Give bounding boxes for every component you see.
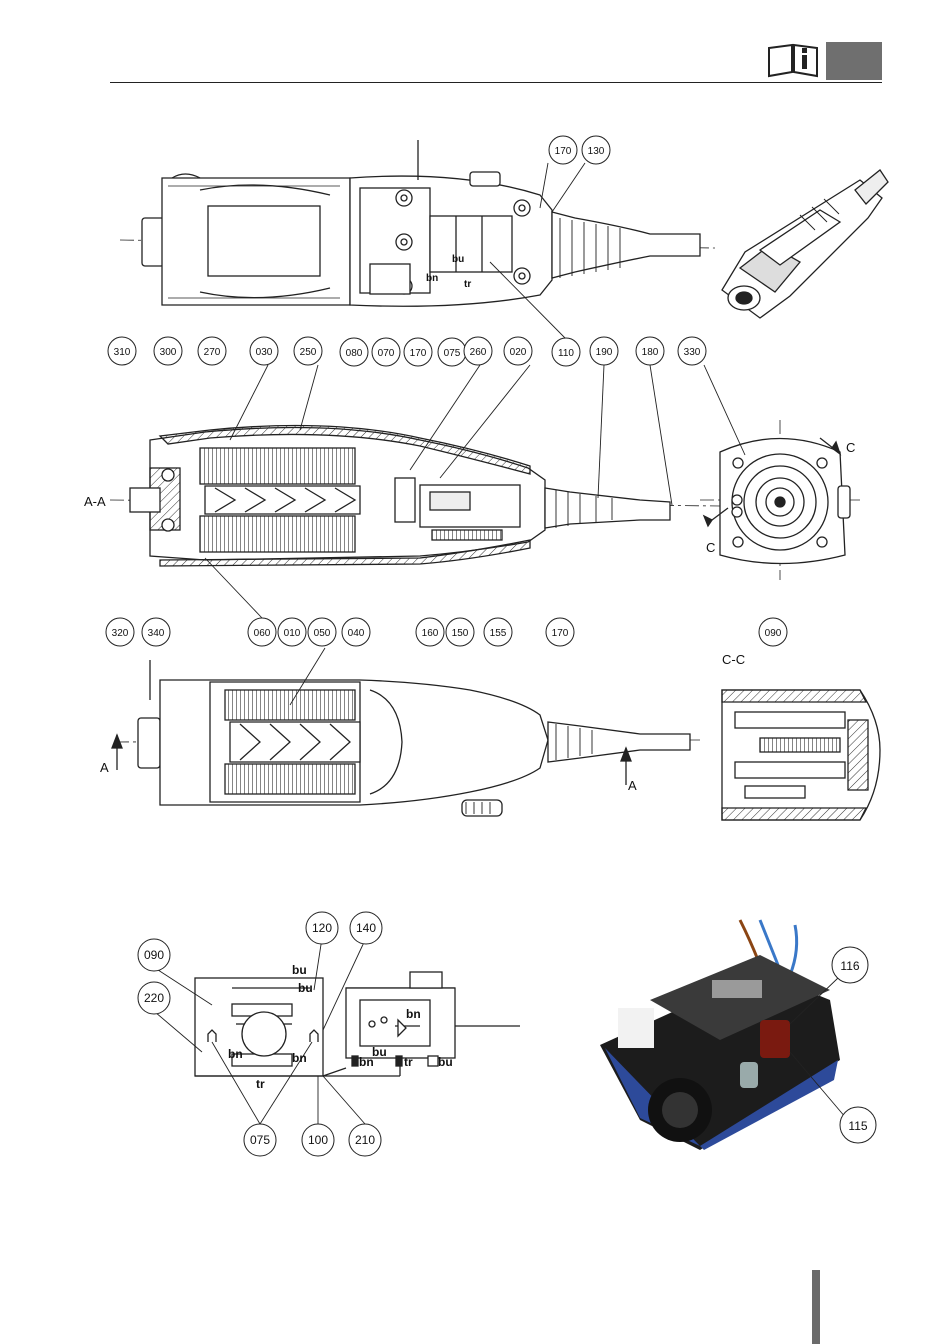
section-aa-label: A-A xyxy=(84,494,106,509)
wire-label-bu-top: bu xyxy=(452,254,464,265)
callout-270: 270 xyxy=(204,347,221,358)
callout-080: 080 xyxy=(346,348,363,359)
callout-340: 340 xyxy=(148,628,165,639)
callout-150: 150 xyxy=(452,628,469,639)
wire-label-bn-module: bn xyxy=(359,1055,374,1069)
wire-label-tr-top: tr xyxy=(464,279,471,290)
callout-320: 320 xyxy=(112,628,129,639)
wire-label-bu-terminal: bu xyxy=(438,1055,453,1069)
callout-circuit-090: 090 xyxy=(144,948,164,962)
wire-label-tr-module: tr xyxy=(404,1055,413,1069)
callout-circuit-210: 210 xyxy=(355,1133,375,1147)
callout-010: 010 xyxy=(284,628,301,639)
callout-circuit-140: 140 xyxy=(356,921,376,935)
callout-060: 060 xyxy=(254,628,271,639)
callout-160: 160 xyxy=(422,628,439,639)
callout-070: 070 xyxy=(378,348,395,359)
wire-label-bn-switch: bn xyxy=(406,1007,421,1021)
callout-115: 115 xyxy=(848,1119,867,1133)
wire-label-bn-top: bn xyxy=(426,273,438,284)
wire-label-bu-2: bu xyxy=(298,981,313,995)
callout-090: 090 xyxy=(765,628,782,639)
callout-020: 020 xyxy=(510,347,527,358)
callout-circuit-075: 075 xyxy=(250,1133,270,1147)
callout-330: 330 xyxy=(684,347,701,358)
arrow-c-bottom-label: C xyxy=(706,540,715,555)
callout-155: 155 xyxy=(490,628,507,639)
callout-310: 310 xyxy=(114,347,131,358)
wire-label-bn-right: bn xyxy=(292,1051,307,1065)
wire-label-tr-bottom: tr xyxy=(256,1077,265,1091)
callout-190: 190 xyxy=(596,347,613,358)
callout-170c: 170 xyxy=(552,628,569,639)
callout-075: 075 xyxy=(444,348,461,359)
wire-label-bu-module: bu xyxy=(372,1045,387,1059)
callout-116: 116 xyxy=(840,959,859,973)
wire-label-bn-left: bn xyxy=(228,1047,243,1061)
callout-170: 170 xyxy=(555,146,572,157)
arrow-a-right-label: A xyxy=(628,778,637,793)
section-cc-label: C-C xyxy=(722,652,745,667)
callout-110: 110 xyxy=(558,348,574,359)
arrow-a-left-label: A xyxy=(100,760,109,775)
arrow-c-top-label: C xyxy=(846,440,855,455)
callout-180: 180 xyxy=(642,347,659,358)
wire-label-bu-1: bu xyxy=(292,963,307,977)
callout-circuit-100: 100 xyxy=(308,1133,328,1147)
callout-300: 300 xyxy=(160,347,177,358)
callout-030: 030 xyxy=(256,347,273,358)
callout-130: 130 xyxy=(588,146,605,157)
callout-170b: 170 xyxy=(410,348,427,359)
callout-050: 050 xyxy=(314,628,331,639)
callout-040: 040 xyxy=(348,628,365,639)
callout-250: 250 xyxy=(300,347,317,358)
callout-260: 260 xyxy=(470,347,487,358)
callout-circuit-120: 120 xyxy=(312,921,332,935)
callout-circuit-220: 220 xyxy=(144,991,164,1005)
